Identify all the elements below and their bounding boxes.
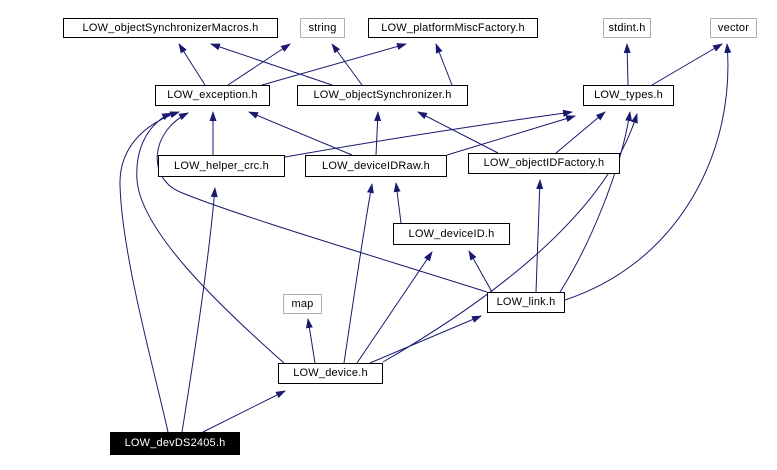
edge-device-to-exception [136,112,285,364]
edge-objsync-to-string [331,43,363,86]
node-label: LOW_deviceIDRaw.h [322,159,430,172]
edge-ds2405-to-device [202,390,286,433]
edge-idraw-to-exception [248,111,353,156]
node-label: LOW_objectSynchronizerMacros.h [82,21,259,34]
node-label: LOW_device.h [293,367,368,379]
node-link[interactable]: LOW_link.h [487,292,565,313]
node-idraw[interactable]: LOW_deviceIDRaw.h [305,155,447,177]
edge-link-to-types [559,111,633,293]
edge-link-to-deviceid [468,250,493,293]
edge-deviceid-to-idraw [393,182,402,224]
edge-exception-to-platform [261,43,407,86]
node-macros[interactable]: LOW_objectSynchronizerMacros.h [63,18,278,38]
node-label: LOW_objectIDFactory.h [483,157,605,169]
node-device[interactable]: LOW_device.h [278,363,383,384]
node-deviceid[interactable]: LOW_deviceID.h [393,223,510,245]
node-label: map [291,297,314,310]
node-stdint: stdint.h [603,18,651,38]
edge-types-to-vector [651,43,723,86]
node-map: map [283,294,322,314]
edge-device-to-idraw [343,183,374,364]
edge-link-to-vector [564,43,732,301]
node-label: stdint.h [608,21,646,34]
node-objsync[interactable]: LOW_objectSynchronizer.h [297,85,468,106]
edge-ds2405-to-exception [119,111,180,433]
node-label: LOW_helper_crc.h [174,159,269,172]
edge-device-to-map [305,318,316,364]
edge-crc-to-types [284,109,573,158]
edge-link-to-idfactory [535,179,544,293]
node-crc[interactable]: LOW_helper_crc.h [158,155,285,177]
node-types[interactable]: LOW_types.h [583,85,674,106]
node-label: LOW_devDS2405.h [124,437,226,449]
node-label: string [308,21,337,34]
edge-exception-to-macros [178,43,206,86]
node-idfactory[interactable]: LOW_objectIDFactory.h [468,153,620,174]
node-label: LOW_types.h [594,89,663,101]
edge-device-to-types [382,113,638,363]
edge-device-to-deviceid [356,251,433,364]
node-ds2405: LOW_devDS2405.h [110,432,240,455]
node-label: LOW_deviceID.h [408,227,495,240]
edge-device-to-link [369,315,482,364]
node-label: LOW_link.h [496,296,556,308]
edge-objsync-to-platform [435,43,453,86]
node-exception[interactable]: LOW_exception.h [155,85,270,106]
node-label: LOW_exception.h [167,89,258,101]
edge-idraw-to-types [446,115,576,156]
edge-idfactory-to-objsync [417,111,499,154]
node-platform[interactable]: LOW_platformMiscFactory.h [368,18,538,38]
edge-types-to-stdint [623,43,631,86]
edge-ds2405-to-crc [181,187,218,433]
edge-objsync-to-macros [210,43,333,86]
edge-idraw-to-objsync [374,111,382,156]
edge-group [119,43,732,433]
edge-idfactory-to-types [555,111,606,154]
node-label: LOW_objectSynchronizer.h [313,89,452,101]
node-label: vector [717,21,750,34]
node-string: string [300,18,345,38]
edge-link-to-exception [156,112,488,293]
node-vector: vector [710,18,757,38]
node-label: LOW_platformMiscFactory.h [381,21,525,34]
edge-exception-to-string [227,43,291,86]
